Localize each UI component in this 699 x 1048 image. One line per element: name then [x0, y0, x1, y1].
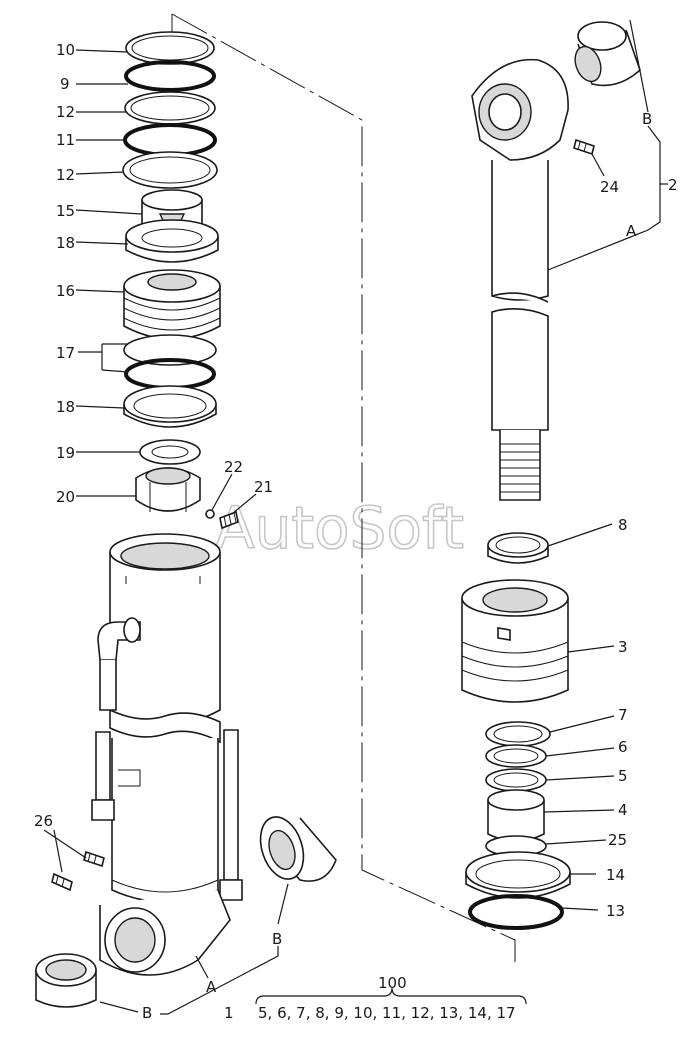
- label-a-tube: A: [206, 978, 217, 996]
- wear-ring-18-lower: [123, 385, 217, 428]
- label-7: 7: [618, 706, 628, 724]
- label-17: 17: [56, 344, 75, 362]
- wear-ring-18-upper: [125, 219, 219, 263]
- bushing-b-mid: [259, 816, 337, 882]
- grease-fitting-26a: [83, 850, 105, 868]
- label-16: 16: [56, 282, 75, 300]
- bushing-4: [487, 789, 545, 842]
- label-21: 21: [254, 478, 273, 496]
- label-100: 100: [378, 974, 407, 992]
- ring-12-lower: [122, 151, 218, 189]
- label-9: 9: [60, 75, 70, 93]
- bushing-b-lower-left: [35, 953, 97, 1008]
- label-11: 11: [56, 131, 75, 149]
- label-24: 24: [600, 178, 619, 196]
- ring-7: [485, 721, 551, 747]
- label-19: 19: [56, 444, 75, 462]
- label-13: 13: [606, 902, 625, 920]
- label-22: 22: [224, 458, 243, 476]
- label-25: 25: [608, 831, 627, 849]
- label-b-mid: B: [272, 930, 282, 948]
- gland-3: [461, 579, 569, 703]
- label-3: 3: [618, 638, 628, 656]
- cylinder-tube-1: [91, 533, 243, 976]
- leader-lines: [43, 19, 668, 1015]
- label-5: 5: [618, 767, 628, 785]
- ring-12-upper: [124, 91, 216, 125]
- wiper-8: [487, 532, 549, 564]
- label-6: 6: [618, 738, 628, 756]
- washer-19: [139, 439, 201, 465]
- setscrew-21: [219, 510, 239, 530]
- label-18a: 18: [56, 234, 75, 252]
- nut-20: [135, 467, 201, 512]
- label-20: 20: [56, 488, 75, 506]
- label-8: 8: [618, 516, 628, 534]
- ring-10: [125, 31, 215, 65]
- watermark: AutoSoft: [215, 494, 464, 562]
- o-ring-13: [468, 894, 564, 930]
- part-labels: 10 9 12 11 12 15 18 16 17 18 19 20 22 21…: [34, 41, 678, 1022]
- ring-14: [465, 851, 571, 899]
- label-12a: 12: [56, 103, 75, 121]
- label-15: 15: [56, 202, 75, 220]
- label-26: 26: [34, 812, 53, 830]
- label-18b: 18: [56, 398, 75, 416]
- grease-fitting-24: [573, 138, 595, 156]
- label-14: 14: [606, 866, 625, 884]
- label-1: 1: [224, 1004, 234, 1022]
- label-b-top: B: [642, 110, 652, 128]
- label-b-left: B: [142, 1004, 152, 1022]
- ring-5: [485, 768, 547, 792]
- label-kit-parts: 5, 6, 7, 8, 9, 10, 11, 12, 13, 14, 17: [258, 1004, 516, 1022]
- label-12b: 12: [56, 166, 75, 184]
- grease-fitting-26b: [51, 872, 73, 892]
- label-a-rod: A: [626, 222, 637, 240]
- bushing-b-top: [574, 21, 641, 87]
- ring-6: [485, 744, 547, 768]
- seal-set-17: [123, 334, 217, 390]
- label-2: 2: [668, 176, 678, 194]
- piston-rod-2: [471, 58, 569, 501]
- ball-22: [205, 509, 215, 519]
- o-ring-9: [124, 60, 216, 92]
- o-ring-11: [123, 123, 217, 157]
- piston-16: [123, 269, 221, 340]
- label-10: 10: [56, 41, 75, 59]
- label-4: 4: [618, 801, 628, 819]
